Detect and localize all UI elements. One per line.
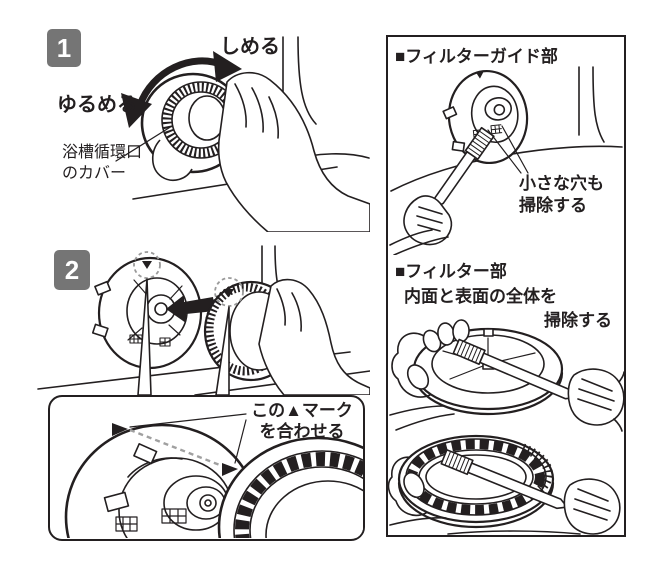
filter-note-line1: 内面と表面の全体を: [404, 287, 557, 306]
triangle-mark-icon: [222, 463, 238, 476]
step1-remove-cover-illustration: [115, 36, 370, 232]
brush-drawing: [433, 126, 495, 209]
circulation-cover-label: 浴槽循環口 のカバー: [62, 144, 143, 182]
note-pointer-lines: [487, 125, 529, 174]
filter-guide-section-title: ■フィルターガイド部: [395, 47, 558, 66]
filter-section-title: ■フィルター部: [395, 262, 507, 281]
filter-outside-cleaning-illustration: [388, 434, 621, 535]
alignment-detail-box: この▲マーク を合わせる: [48, 395, 365, 541]
hand-drawing: [406, 319, 470, 390]
hand-drawing: [258, 278, 370, 395]
callout-pointer-triangles: [137, 278, 230, 395]
label-leader-line: [115, 125, 173, 162]
thumb-drawing: [403, 471, 425, 499]
tighten-label: しめる: [220, 36, 280, 58]
alignment-closeup-illustration: [64, 413, 363, 538]
small-holes-note: 小さな穴も 掃除する: [519, 174, 604, 215]
brush-drawing: [440, 449, 569, 510]
alignment-highlight-circles: [133, 251, 244, 307]
step2-align-cover-illustration: [37, 245, 370, 395]
cover-ring-closeup-drawing: [217, 436, 363, 538]
loosen-label: ゆるめる: [57, 94, 137, 116]
filter-cleaning-panel: ■フィルターガイド部: [386, 35, 626, 537]
label-leader-lines: [129, 413, 247, 464]
arm-lines: [389, 517, 581, 535]
arm-lines: [389, 405, 455, 431]
filter-note-line2: 掃除する: [544, 311, 612, 330]
hand-drawing: [151, 71, 370, 232]
hand-drawing: [389, 195, 453, 255]
rotate-arrow-icon: [121, 51, 242, 128]
filter-inside-cleaning-illustration: [389, 319, 624, 432]
port-base-drawing: [442, 69, 529, 165]
triangle-mark-icon: [112, 423, 128, 436]
hand-drawing: [567, 368, 624, 432]
filter-guide-cleaning-illustration: [389, 66, 623, 255]
align-marks-label: この▲マーク を合わせる: [251, 401, 353, 441]
port-base-closeup-drawing: [64, 423, 260, 538]
insert-arrow-icon: [166, 295, 215, 323]
hand-drawing: [563, 478, 621, 535]
step2-number-badge: 2: [54, 250, 90, 290]
wall-pipe-drawing: [578, 66, 605, 143]
step1-number-badge: 1: [47, 29, 81, 67]
